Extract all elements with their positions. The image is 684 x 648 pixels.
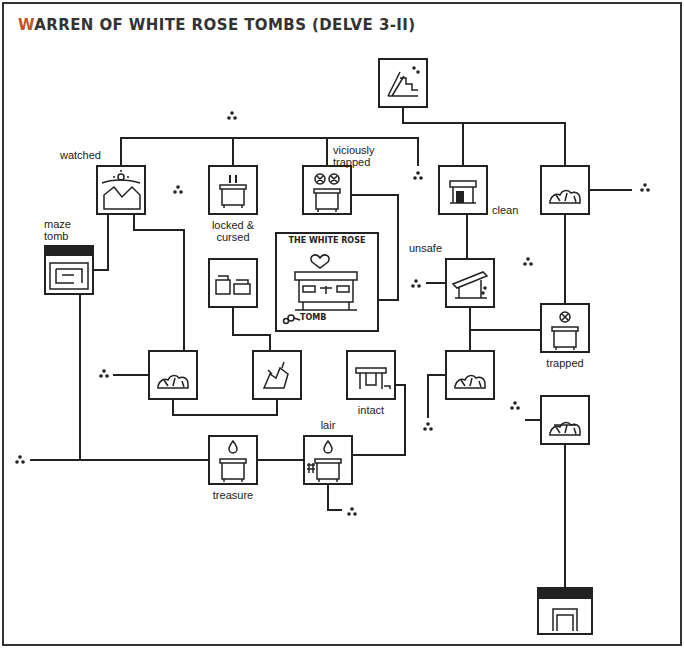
room-note: treasure bbox=[198, 489, 268, 501]
broken-statue-icon bbox=[264, 362, 288, 388]
clean-icon bbox=[450, 181, 476, 203]
map-room bbox=[252, 350, 302, 400]
rubble-pile bbox=[158, 376, 188, 388]
room-note: trapped bbox=[535, 357, 595, 369]
map-room bbox=[540, 165, 590, 215]
map-room: treasure bbox=[208, 435, 258, 485]
rubble-pile bbox=[455, 376, 485, 388]
passage-line bbox=[94, 215, 108, 270]
twin-tombs-icon bbox=[216, 276, 250, 294]
stairs-icon bbox=[388, 67, 419, 96]
watched-icon bbox=[102, 170, 140, 209]
room-note: clean bbox=[492, 204, 534, 216]
passage-line bbox=[173, 400, 277, 415]
passage-line bbox=[233, 308, 270, 350]
passage-line bbox=[121, 138, 233, 165]
rubble-pile bbox=[550, 191, 580, 203]
passage-line bbox=[258, 459, 303, 461]
map-title: WARREN OF WHITE ROSE TOMBS (DELVE 3-II) bbox=[18, 16, 416, 34]
map-room: viciously trapped bbox=[302, 165, 352, 215]
map-room bbox=[148, 350, 198, 400]
room-note: viciously trapped bbox=[333, 144, 395, 168]
tomb-name: THE WHITE ROSE bbox=[280, 236, 374, 246]
room-note: watched bbox=[60, 149, 116, 161]
map-room bbox=[208, 258, 258, 308]
treasure-icon bbox=[220, 441, 246, 482]
trapped-tomb-icon bbox=[552, 312, 578, 350]
room-note: unsafe bbox=[398, 242, 442, 254]
map-room bbox=[537, 587, 593, 635]
room-note: maze tomb bbox=[44, 218, 84, 242]
exit-stubs bbox=[30, 138, 632, 510]
map-room: watched bbox=[96, 165, 146, 215]
room-note: lair bbox=[303, 419, 353, 431]
passage-line bbox=[353, 385, 405, 455]
map-room bbox=[378, 58, 428, 108]
room-note: intact bbox=[341, 404, 401, 416]
passage-line bbox=[233, 138, 327, 165]
rubble-pile bbox=[550, 423, 580, 435]
exit-icon bbox=[537, 587, 593, 631]
map-room: intact bbox=[346, 350, 396, 400]
passage-line bbox=[134, 215, 184, 350]
passage-line bbox=[403, 108, 565, 165]
unsafe-icon bbox=[453, 272, 487, 298]
passage-line bbox=[564, 445, 566, 587]
map-frame bbox=[3, 3, 681, 645]
map-room: maze tomb bbox=[44, 245, 94, 295]
maze-icon bbox=[44, 245, 94, 289]
map-room: trapped bbox=[540, 303, 590, 353]
map-room: THE WHITE ROSE TOMB bbox=[275, 232, 379, 332]
map-room bbox=[540, 395, 590, 445]
locked-icon bbox=[220, 175, 246, 208]
intact-tomb-icon bbox=[356, 368, 390, 389]
map-room: lair bbox=[303, 435, 353, 485]
passage-line bbox=[403, 108, 463, 165]
room-note: locked & cursed bbox=[204, 219, 262, 243]
map-room bbox=[445, 350, 495, 400]
tomb-name: TOMB bbox=[300, 313, 360, 323]
passage-line bbox=[80, 295, 208, 460]
lair-icon bbox=[307, 441, 341, 482]
passage-line bbox=[470, 308, 540, 330]
map-room: locked & cursed bbox=[208, 165, 258, 215]
passage-line bbox=[564, 215, 566, 303]
passage-line bbox=[352, 195, 398, 300]
trapped-icon bbox=[314, 174, 340, 212]
passage-line bbox=[466, 215, 468, 258]
map-room: clean bbox=[438, 165, 488, 215]
map-room: unsafe bbox=[445, 258, 495, 308]
